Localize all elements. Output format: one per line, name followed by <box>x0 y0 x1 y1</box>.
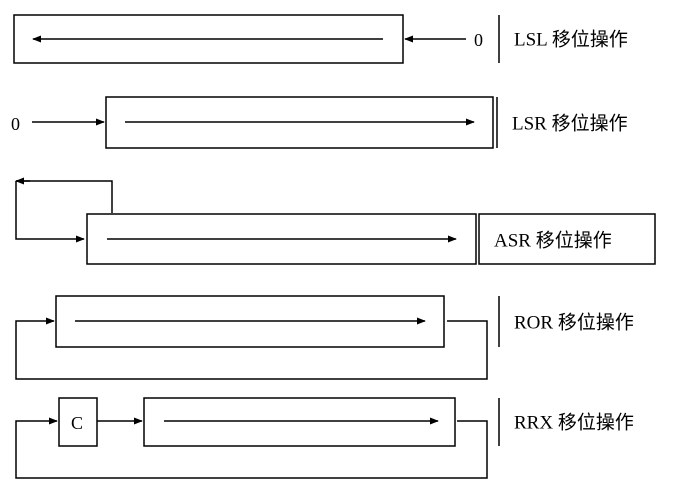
asr-label-frame <box>478 213 656 265</box>
rrx-register-box <box>143 397 456 447</box>
ror-rotate-loop <box>15 317 488 380</box>
ror-label: ROR 移位操作 <box>514 312 634 334</box>
rrx-label: RRX 移位操作 <box>514 412 634 434</box>
asr-row: ASR 移位操作 <box>15 177 656 265</box>
lsl-zero-input: 0 <box>474 30 483 50</box>
asr-sign-loop-top <box>16 180 113 213</box>
rrx-row: C RRX 移位操作 <box>15 397 634 479</box>
asr-sign-loop-bottom <box>15 181 85 243</box>
lsr-zero-input: 0 <box>11 114 20 134</box>
rrx-carry-label: C <box>71 413 83 433</box>
lsl-row: 0 LSL 移位操作 <box>13 14 628 64</box>
lsr-label: LSR 移位操作 <box>512 113 628 135</box>
lsr-row: 0 LSR 移位操作 <box>11 96 628 149</box>
asr-label: ASR 移位操作 <box>494 230 612 252</box>
ror-row: ROR 移位操作 <box>15 295 634 380</box>
rrx-carry-box <box>58 397 98 447</box>
lsl-label: LSL 移位操作 <box>514 29 628 51</box>
rrx-rotate-loop <box>15 417 488 479</box>
